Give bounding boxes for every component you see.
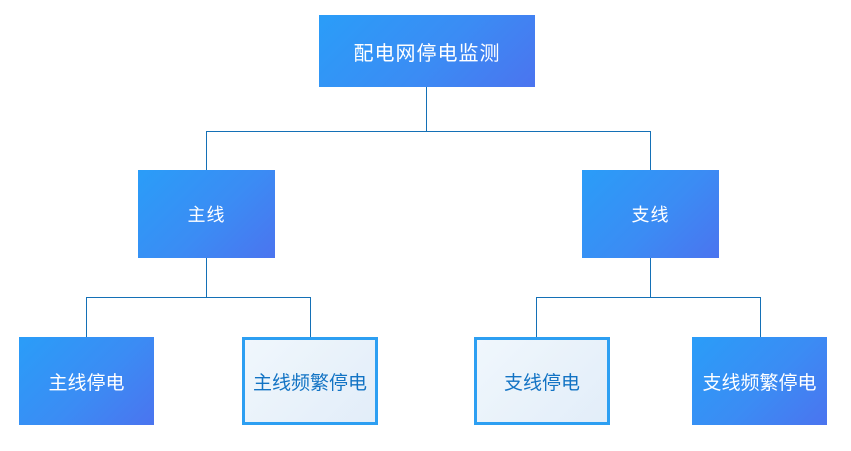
connector-main-leaf2-drop [310, 297, 311, 337]
node-main-line-frequent-outage[interactable]: 主线频繁停电 [242, 337, 378, 425]
node-main-line[interactable]: 主线 [138, 170, 275, 258]
node-main-line-label: 主线 [187, 205, 226, 225]
node-branch-line-label: 支线 [631, 205, 670, 225]
connector-branch-stem [650, 258, 651, 297]
node-branch-line[interactable]: 支线 [582, 170, 719, 258]
node-main-line-outage-label: 主线停电 [48, 372, 125, 394]
connector-root-stem [426, 87, 427, 131]
node-root-outage-monitoring[interactable]: 配电网停电监测 [319, 15, 535, 87]
connector-branch-leaf2-drop [760, 297, 761, 337]
connector-level1-crossbar [206, 131, 651, 132]
node-main-line-frequent-outage-label: 主线频繁停电 [252, 372, 367, 394]
connector-main-stem [206, 258, 207, 297]
node-branch-line-outage-label: 支线停电 [503, 372, 580, 394]
connector-main-drop [206, 131, 207, 170]
node-main-line-outage[interactable]: 主线停电 [19, 337, 154, 425]
node-branch-line-frequent-outage[interactable]: 支线频繁停电 [692, 337, 827, 425]
connector-branch-drop [650, 131, 651, 170]
node-root-label: 配电网停电监测 [353, 42, 501, 65]
node-branch-line-frequent-outage-label: 支线频繁停电 [702, 372, 817, 394]
connector-branch-crossbar [536, 297, 760, 298]
connector-main-crossbar [86, 297, 310, 298]
connector-branch-leaf1-drop [536, 297, 537, 337]
node-branch-line-outage[interactable]: 支线停电 [474, 337, 610, 425]
connector-main-leaf1-drop [86, 297, 87, 337]
